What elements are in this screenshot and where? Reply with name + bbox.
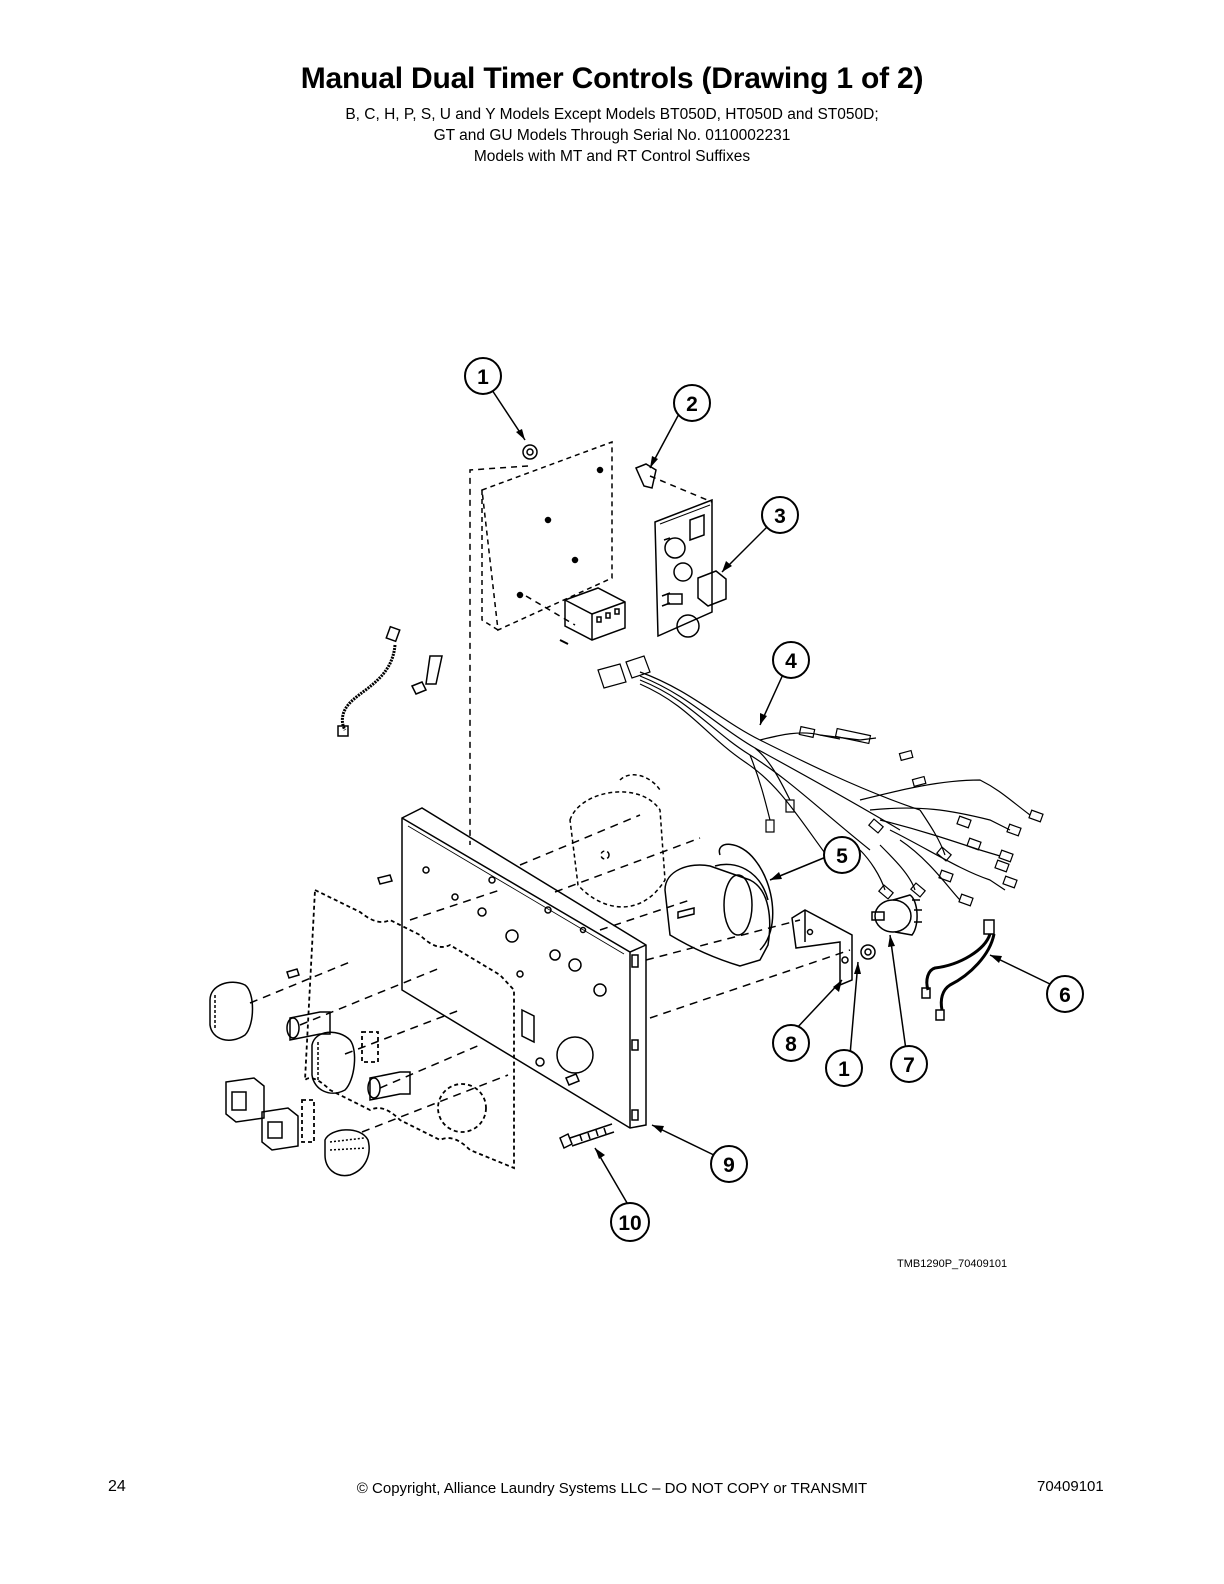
svg-text:7: 7 — [903, 1054, 915, 1077]
svg-text:10: 10 — [618, 1212, 641, 1235]
subtitle-line-2: GT and GU Models Through Serial No. 0110… — [433, 127, 791, 144]
callout-1-lower: 1 — [825, 1049, 863, 1087]
callout-1-top: 1 — [464, 357, 502, 395]
control-panel — [401, 807, 647, 1129]
ground-wire — [337, 625, 443, 737]
standoff-clip — [634, 463, 657, 489]
callout-7: 7 — [890, 1045, 928, 1083]
push-button — [286, 1011, 411, 1101]
potentiometer — [871, 894, 922, 936]
alignment-line — [649, 475, 713, 503]
subtitle-line-1: B, C, H, P, S, U and Y Models Except Mod… — [345, 106, 879, 123]
jumper-wire — [921, 919, 996, 1021]
timer-motor — [664, 843, 774, 967]
svg-text:8: 8 — [785, 1033, 797, 1056]
mounting-plate — [481, 440, 613, 632]
svg-text:6: 6 — [1059, 984, 1071, 1007]
svg-text:3: 3 — [774, 505, 786, 528]
timer-knob — [311, 1031, 356, 1094]
callout-3: 3 — [761, 496, 799, 534]
subtitle-line-3: Models with MT and RT Control Suffixes — [473, 148, 751, 165]
screws — [286, 874, 580, 1086]
document-number: 70409101 — [1037, 1478, 1104, 1495]
alignment-line — [525, 595, 576, 626]
svg-text:4: 4 — [785, 650, 797, 673]
svg-text:2: 2 — [686, 393, 698, 416]
page-number: 24 — [108, 1478, 126, 1495]
timer-motor-rear — [569, 774, 666, 908]
callout-4: 4 — [772, 641, 810, 679]
panel-overlay — [301, 888, 515, 1170]
relay-block — [559, 587, 626, 645]
circuit-board — [654, 498, 727, 638]
callout-8: 8 — [772, 1024, 810, 1062]
page-title: Manual Dual Timer Controls (Drawing 1 of… — [300, 62, 924, 95]
leader-arrowheads — [516, 429, 1002, 1159]
nut — [522, 444, 538, 460]
timer-knob — [209, 981, 254, 1041]
svg-text:1: 1 — [477, 366, 489, 389]
drawing-reference-code: TMB1290P_70409101 — [897, 1258, 1008, 1270]
rocker-switch — [225, 1077, 299, 1151]
svg-text:5: 5 — [836, 845, 848, 868]
selector-knob — [324, 1129, 370, 1177]
bolt — [559, 1123, 615, 1150]
callout-10: 10 — [610, 1202, 650, 1242]
alignment-lines-lower — [249, 814, 851, 1133]
svg-text:9: 9 — [723, 1154, 735, 1177]
callout-9: 9 — [710, 1145, 748, 1183]
nut — [860, 944, 876, 960]
callout-2: 2 — [673, 384, 711, 422]
svg-text:1: 1 — [838, 1058, 850, 1081]
mounting-bracket — [791, 909, 853, 987]
callout-6: 6 — [1046, 975, 1084, 1013]
alignment-line — [469, 465, 529, 845]
copyright-notice: © Copyright, Alliance Laundry Systems LL… — [356, 1480, 868, 1497]
wire-harness — [597, 655, 1044, 907]
callout-5: 5 — [823, 836, 861, 874]
